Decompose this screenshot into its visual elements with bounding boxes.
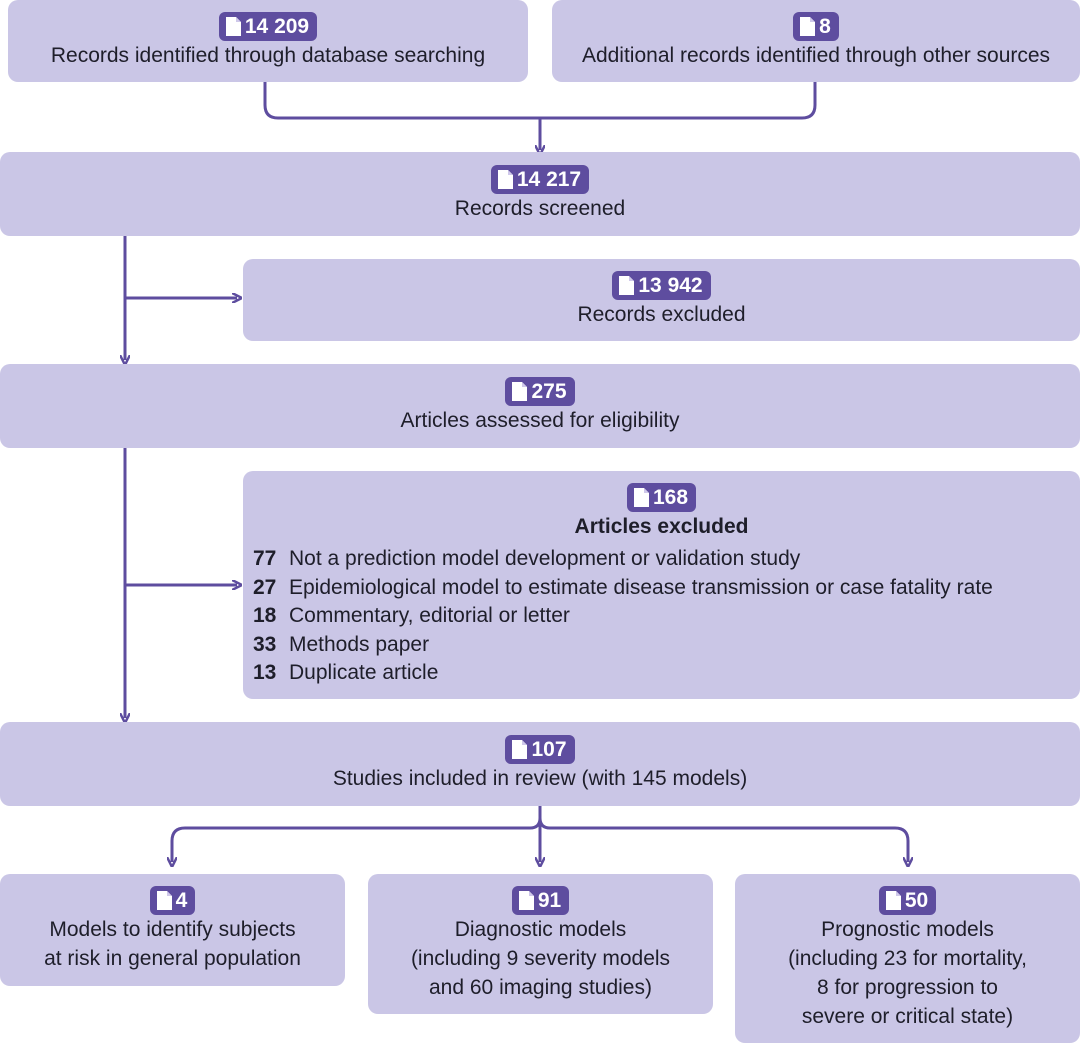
reason-count: 18 [253,604,277,628]
document-icon [225,17,241,36]
count-badge: 275 [505,377,575,406]
count-badge: 50 [878,886,937,915]
reason-count: 33 [253,632,277,656]
outcome-label-line: at risk in general population [44,947,301,970]
reason-text: Duplicate article [289,661,439,685]
merge-connector [263,82,817,120]
count-value: 14 217 [516,168,582,191]
articles-excluded-title: Articles excluded [574,515,749,538]
included-label: Studies included in review (with 145 mod… [332,767,748,790]
exclusion-reason: 33 Methods paper [253,631,1080,660]
source-box-other: 8 Additional records identified through … [552,0,1080,82]
reason-count: 13 [253,661,277,685]
exclusion-reasons-list: 77 Not a prediction model development or … [253,545,1080,688]
count-value: 13 942 [638,274,703,297]
outcome-label-line: and 60 imaging studies) [429,976,652,999]
document-icon [619,276,635,295]
source-label: Records identified through database sear… [50,44,486,67]
reason-count: 77 [253,547,277,570]
reason-text: Not a prediction model development or va… [289,547,801,570]
document-icon [512,740,528,759]
exclusion-reason: 77 Not a prediction model development or … [253,545,1080,574]
count-value: 168 [652,486,689,509]
reason-text: Methods paper [289,632,430,656]
exclusion-reason: 18 Commentary, editorial or letter [253,602,1080,631]
assessed-label: Articles assessed for eligibility [400,409,680,432]
document-icon [800,17,816,36]
document-icon [885,891,901,910]
outcome-label-line: Diagnostic models [454,918,627,941]
reason-count: 27 [253,575,277,599]
document-icon [512,382,528,401]
outcome-label-line: Models to identify subjects [49,918,296,941]
count-value: 4 [175,889,188,912]
count-badge: 4 [149,886,196,915]
records-excluded-box: 13 942 Records excluded [243,259,1080,341]
count-badge: 13 942 [612,271,711,300]
outcome-label-line: 8 for progression to [817,976,998,999]
count-badge: 91 [511,886,570,915]
count-value: 14 209 [244,15,310,38]
count-value: 91 [537,889,562,912]
outcome-box-prognostic: 50 Prognostic models (including 23 for m… [735,874,1080,1043]
reason-text: Epidemiological model to estimate diseas… [289,575,993,599]
screened-box: 14 217 Records screened [0,152,1080,236]
source-label: Additional records identified through ot… [581,44,1051,67]
screened-label: Records screened [454,197,626,220]
document-icon [497,170,513,189]
exclusion-reason: 27 Epidemiological model to estimate dise… [253,574,1080,603]
assessed-box: 275 Articles assessed for eligibility [0,364,1080,448]
source-box-database: 14 209 Records identified through databa… [8,0,528,82]
count-badge: 168 [626,483,697,512]
exclusion-reason: 13 Duplicate article [253,659,1080,688]
outcome-box-general-population: 4 Models to identify subjects at risk in… [0,874,345,986]
outcome-label-line: severe or critical state) [801,1005,1014,1028]
count-value: 8 [819,15,831,38]
count-value: 50 [904,889,929,912]
outcome-label-line: Prognostic models [821,918,994,941]
articles-excluded-box: 168 Articles excluded 77 Not a prediction… [243,471,1080,699]
document-icon [518,891,534,910]
records-excluded-label: Records excluded [577,303,746,326]
included-box: 107 Studies included in review (with 145… [0,722,1080,806]
reason-text: Commentary, editorial or letter [289,604,570,628]
document-icon [633,488,649,507]
document-icon [156,891,172,910]
count-badge: 14 209 [218,12,318,41]
count-badge: 8 [793,12,839,41]
count-value: 275 [531,380,567,403]
outcome-box-diagnostic: 91 Diagnostic models (including 9 severi… [368,874,713,1014]
count-badge: 14 217 [490,165,590,194]
count-badge: 107 [505,735,575,764]
count-value: 107 [531,738,567,761]
split-connector [172,806,542,862]
outcome-label-line: (including 23 for mortality, [788,947,1027,970]
outcome-label-line: (including 9 severity models [410,947,671,970]
